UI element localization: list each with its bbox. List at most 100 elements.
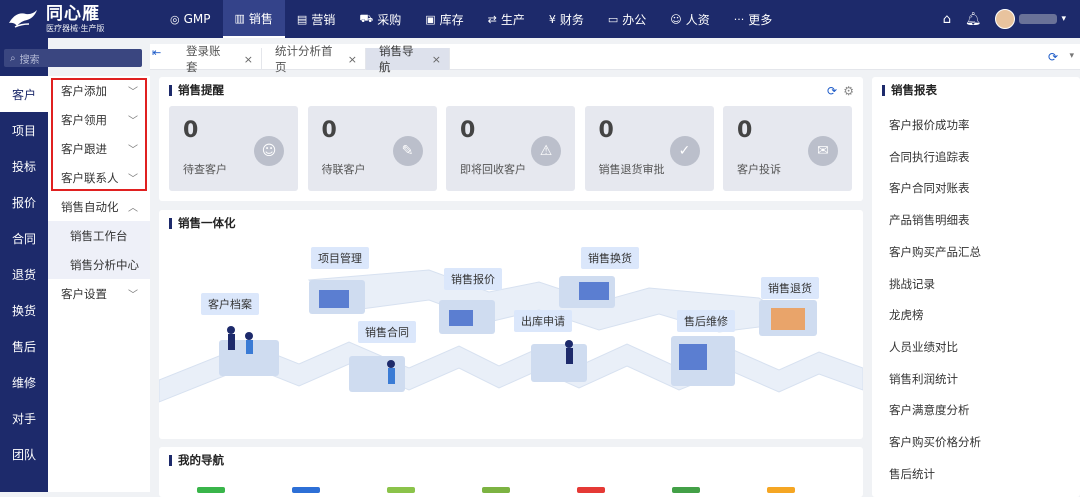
nav-3[interactable]: ▤营销 bbox=[285, 0, 347, 38]
customer-submenu: 客户添加﹀客户领用﹀客户跟进﹀客户联系人﹀ 销售自动化 ︿ 销售工作台 销售分析… bbox=[48, 76, 150, 492]
module-nav-item[interactable]: 报价 bbox=[11, 195, 36, 210]
avatar[interactable] bbox=[995, 9, 1016, 29]
reminder-count: 0 bbox=[598, 118, 614, 143]
submenu-group[interactable]: 客户联系人 ﹀ bbox=[48, 163, 150, 192]
reminder-count: 0 bbox=[460, 118, 476, 143]
report-link[interactable]: 客户合同对账表 bbox=[889, 181, 970, 196]
submenu-sales-automation[interactable]: 销售自动化 ︿ bbox=[61, 199, 138, 215]
marketing-icon: ▤ bbox=[296, 12, 308, 26]
submenu-group[interactable]: 客户添加﹀ bbox=[48, 76, 150, 105]
refresh-icon[interactable]: ⟳ bbox=[826, 84, 837, 98]
nav-shortcut-tile[interactable] bbox=[197, 487, 225, 493]
nav-label: 办公 bbox=[622, 12, 647, 27]
flow-step-label[interactable]: 项目管理 bbox=[311, 247, 369, 269]
nav-label: 销售 bbox=[248, 11, 273, 26]
report-link[interactable]: 产品销售明细表 bbox=[889, 213, 970, 228]
flow-step-label[interactable]: 销售退货 bbox=[761, 277, 819, 299]
nav-7[interactable]: ¥财务 bbox=[537, 0, 596, 38]
search-input[interactable]: ⌕ 搜索 bbox=[4, 49, 142, 67]
bell-icon[interactable]: 🔔︎ bbox=[964, 11, 982, 27]
report-link[interactable]: 挑战记录 bbox=[889, 276, 935, 291]
report-link[interactable]: 售后统计 bbox=[889, 466, 935, 481]
module-nav-item[interactable]: 换货 bbox=[11, 303, 36, 318]
flow-step-label[interactable]: 客户档案 bbox=[201, 293, 259, 315]
tab-sales-nav[interactable]: 销售导航× bbox=[366, 44, 450, 74]
report-link[interactable]: 合同执行追踪表 bbox=[889, 149, 970, 164]
nav-shortcut-tile[interactable] bbox=[292, 487, 320, 493]
collapse-sidebar-icon[interactable]: ⇤ bbox=[152, 46, 162, 59]
nav-shortcut-tile[interactable] bbox=[387, 487, 415, 493]
submenu-group[interactable]: 客户领用﹀ bbox=[48, 105, 150, 134]
report-link[interactable]: 客户购买产品汇总 bbox=[889, 244, 981, 259]
nav-shortcut-tile[interactable] bbox=[482, 487, 510, 493]
sales-reports-card: 销售报表 客户报价成功率合同执行追踪表客户合同对账表产品销售明细表客户购买产品汇… bbox=[872, 77, 1080, 497]
submenu-sales-analysis[interactable]: 销售分析中心 bbox=[48, 250, 150, 279]
reminder-label: 待查客户 bbox=[183, 163, 227, 176]
nav-9[interactable]: ☺人资 bbox=[658, 0, 721, 38]
nav-6[interactable]: ⇄生产 bbox=[476, 0, 537, 38]
module-nav-item[interactable]: 售后 bbox=[11, 339, 36, 354]
chevron-up-icon: ︿ bbox=[128, 203, 138, 214]
nav-8[interactable]: ▭办公 bbox=[596, 0, 658, 38]
nav-2[interactable]: ▥销售 bbox=[222, 0, 285, 38]
report-link[interactable]: 客户购买价格分析 bbox=[889, 435, 981, 449]
submenu-group-label: 客户跟进 bbox=[61, 141, 107, 156]
flow-step-label[interactable]: 销售换货 bbox=[581, 247, 639, 269]
flow-step-label[interactable]: 销售合同 bbox=[358, 321, 416, 343]
module-nav-item[interactable]: 退货 bbox=[11, 267, 36, 282]
submenu-customer-settings[interactable]: 客户设置 ﹀ bbox=[61, 286, 138, 302]
nav-5[interactable]: ▣库存 bbox=[413, 0, 475, 38]
more-icon: ··· bbox=[733, 12, 745, 26]
close-icon[interactable]: × bbox=[347, 52, 357, 66]
tab-stats-home[interactable]: 统计分析首页× bbox=[262, 44, 366, 74]
module-nav-item[interactable]: 维修 bbox=[11, 375, 36, 390]
module-nav-item[interactable]: 对手 bbox=[11, 411, 36, 426]
chevron-down-icon: ﹀ bbox=[128, 174, 138, 185]
flow-step-label[interactable]: 出库申请 bbox=[514, 310, 572, 332]
nav-label: 人资 bbox=[685, 12, 710, 27]
reminder-count: 0 bbox=[321, 118, 337, 143]
chevron-down-icon[interactable]: ▾ bbox=[1061, 14, 1066, 24]
module-nav: 客户项目投标报价合同退货换货售后维修对手团队 bbox=[0, 38, 48, 492]
nav-label: 生产 bbox=[500, 12, 525, 27]
home-icon[interactable]: ⌂ bbox=[942, 11, 951, 27]
flow-step-label[interactable]: 销售报价 bbox=[444, 268, 502, 290]
inventory-icon: ▣ bbox=[425, 12, 436, 26]
module-nav-item[interactable]: 投标 bbox=[11, 159, 36, 174]
nav-shortcut-tile[interactable] bbox=[672, 487, 700, 493]
module-nav-item[interactable]: 客户 bbox=[0, 76, 48, 112]
module-nav-item[interactable]: 项目 bbox=[11, 123, 36, 138]
refresh-icon[interactable]: ⟳ bbox=[1047, 50, 1058, 64]
module-nav-item[interactable]: 团队 bbox=[11, 447, 36, 462]
submenu-group-label: 客户联系人 bbox=[61, 170, 119, 185]
nav-4[interactable]: ⛟采购 bbox=[347, 0, 413, 38]
close-icon[interactable]: × bbox=[431, 52, 441, 66]
flow-step-label[interactable]: 售后维修 bbox=[677, 310, 735, 332]
submenu-group[interactable]: 客户跟进﹀ bbox=[48, 134, 150, 163]
tab-login[interactable]: 登录账套× bbox=[173, 44, 262, 74]
report-link[interactable]: 客户满意度分析 bbox=[889, 403, 970, 418]
close-icon[interactable]: × bbox=[243, 52, 253, 66]
nav-shortcut-tile[interactable] bbox=[577, 487, 605, 493]
submenu-sales-workbench[interactable]: 销售工作台 bbox=[48, 221, 150, 250]
nav-1[interactable]: ◎GMP bbox=[158, 0, 223, 38]
gear-icon[interactable]: ⚙︎ bbox=[843, 84, 854, 98]
module-nav-item[interactable]: 合同 bbox=[11, 231, 36, 246]
nav-10[interactable]: ···更多 bbox=[722, 0, 785, 38]
section-title: 我的导航 bbox=[169, 454, 224, 466]
report-link[interactable]: 客户报价成功率 bbox=[889, 118, 970, 132]
logo[interactable]: 同心雁 医疗器械·生产版 bbox=[0, 0, 150, 38]
chevron-down-icon[interactable]: ▾ bbox=[1069, 51, 1074, 61]
nav-shortcut-tile[interactable] bbox=[767, 487, 795, 493]
report-link[interactable]: 人员业绩对比 bbox=[889, 339, 958, 354]
username-blurred[interactable] bbox=[1019, 14, 1058, 24]
chevron-down-icon: ﹀ bbox=[128, 290, 138, 301]
report-link[interactable]: 龙虎榜 bbox=[889, 308, 924, 323]
nav-label: 营销 bbox=[311, 12, 336, 27]
report-link[interactable]: 销售利润统计 bbox=[889, 371, 958, 386]
